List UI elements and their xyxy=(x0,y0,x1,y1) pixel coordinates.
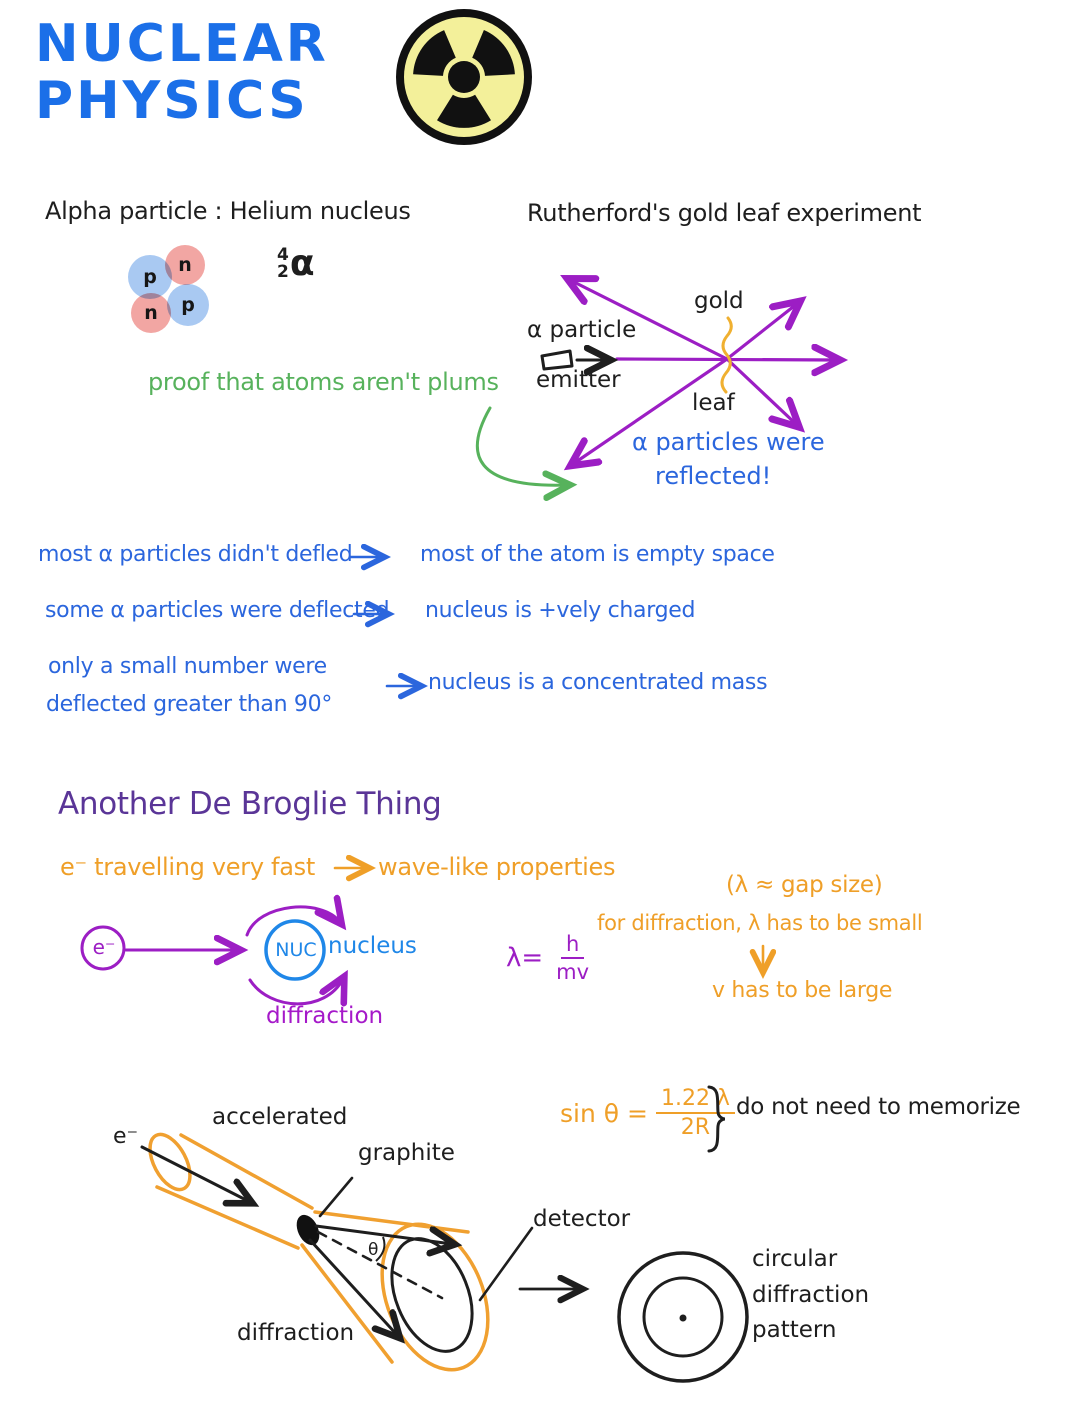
proton-circle: p xyxy=(167,284,209,326)
diffraction-pattern-diagram xyxy=(617,1251,749,1383)
reflected-note-line2: reflected! xyxy=(655,462,772,490)
graphite-target xyxy=(296,1214,320,1246)
formula-lhs: λ= xyxy=(506,943,544,974)
pattern-label: circular diffraction pattern xyxy=(752,1242,869,1349)
diffraction-label: diffraction xyxy=(266,1003,384,1029)
proton-circle: p xyxy=(128,255,172,299)
proton-label: p xyxy=(143,266,157,288)
theta-label: θ xyxy=(368,1240,379,1260)
de-broglie-premise: e⁻ travelling very fast xyxy=(60,853,315,881)
rutherford-heading: Rutherford's gold leaf experiment xyxy=(527,199,922,227)
brace-icon xyxy=(707,1085,726,1153)
large-v-note: v has to be large xyxy=(712,978,893,1003)
rutherford-scatter-diagram xyxy=(540,268,870,503)
pattern-label-line2: diffraction xyxy=(752,1281,870,1308)
observation-right: nucleus is a concentrated mass xyxy=(428,670,768,695)
observation-left-line2: deflected greater than 90° xyxy=(46,692,333,717)
page-title-line2: PHYSICS xyxy=(35,71,309,132)
arrow-icon xyxy=(518,1280,596,1298)
formula-denominator: mv xyxy=(556,960,590,985)
alpha-section-heading: Alpha particle : Helium nucleus xyxy=(45,197,411,225)
mass-number: 4 xyxy=(277,244,289,265)
memorize-note: do not need to memorize xyxy=(736,1094,1021,1120)
observation-right: nucleus is +vely charged xyxy=(425,598,696,623)
pattern-label-line3: pattern xyxy=(752,1317,837,1344)
wavelength-formula: λ= h mv xyxy=(506,932,594,984)
page-title: NUCLEAR PHYSICS xyxy=(35,14,329,132)
de-broglie-conclusion: wave-like properties xyxy=(378,853,616,881)
page-title-line1: NUCLEAR xyxy=(35,14,329,74)
plum-pudding-note: proof that atoms aren't plums xyxy=(148,368,499,396)
arrow-icon xyxy=(385,678,429,694)
nucleus-label: nucleus xyxy=(328,933,417,959)
curved-arrow-icon xyxy=(475,406,605,500)
neutron-circle: n xyxy=(131,293,171,333)
formula-numerator: h xyxy=(560,932,585,960)
formula-denominator: 2R xyxy=(680,1115,711,1141)
arrow-icon xyxy=(348,549,392,565)
atomic-number: 2 xyxy=(277,261,289,282)
alpha-particle-label: α particle xyxy=(527,317,637,343)
accelerated-label: accelerated xyxy=(212,1104,348,1130)
arrow-icon xyxy=(352,606,396,622)
gold-label: gold xyxy=(694,288,744,314)
graphite-label: graphite xyxy=(358,1140,455,1166)
nuc-label: NUC xyxy=(275,939,317,961)
observation-right: most of the atom is empty space xyxy=(420,542,775,567)
leaf-label: leaf xyxy=(692,390,735,416)
gold-leaf-foil xyxy=(720,316,733,394)
electron-tube-diagram xyxy=(140,1132,534,1372)
observation-left: most α particles didn't defled xyxy=(38,542,353,567)
electron-label: e⁻ xyxy=(92,935,116,959)
de-broglie-heading: Another De Broglie Thing xyxy=(58,786,442,822)
alpha-notation: 4 2 α xyxy=(277,243,315,284)
gap-size-note: (λ ≈ gap size) xyxy=(726,872,883,898)
radiation-icon xyxy=(396,9,532,145)
electron-label: e⁻ xyxy=(113,1124,139,1149)
formula-lhs: sin θ = xyxy=(560,1098,648,1128)
observation-left: some α particles were deflected xyxy=(45,598,390,623)
emitter-label: emitter xyxy=(536,367,621,393)
electron-diffraction-diagram xyxy=(80,895,430,1045)
proton-label: p xyxy=(181,294,195,316)
reflected-note-line1: α particles were xyxy=(632,428,825,456)
neutron-circle: n xyxy=(165,245,205,285)
neutron-label: n xyxy=(178,254,192,276)
pattern-label-line1: circular xyxy=(752,1246,838,1272)
alpha-nucleus-diagram: p n n p xyxy=(128,244,212,336)
alpha-symbol: α xyxy=(289,243,315,284)
neutron-label: n xyxy=(144,302,158,324)
down-arrow-icon xyxy=(755,944,771,978)
emitter-box xyxy=(540,349,574,371)
diffraction-label: diffraction xyxy=(237,1320,355,1346)
arrow-icon xyxy=(333,860,377,876)
small-lambda-note: for diffraction, λ has to be small xyxy=(597,911,923,935)
observation-left-line1: only a small number were xyxy=(48,654,327,679)
detector-label: detector xyxy=(533,1206,631,1232)
